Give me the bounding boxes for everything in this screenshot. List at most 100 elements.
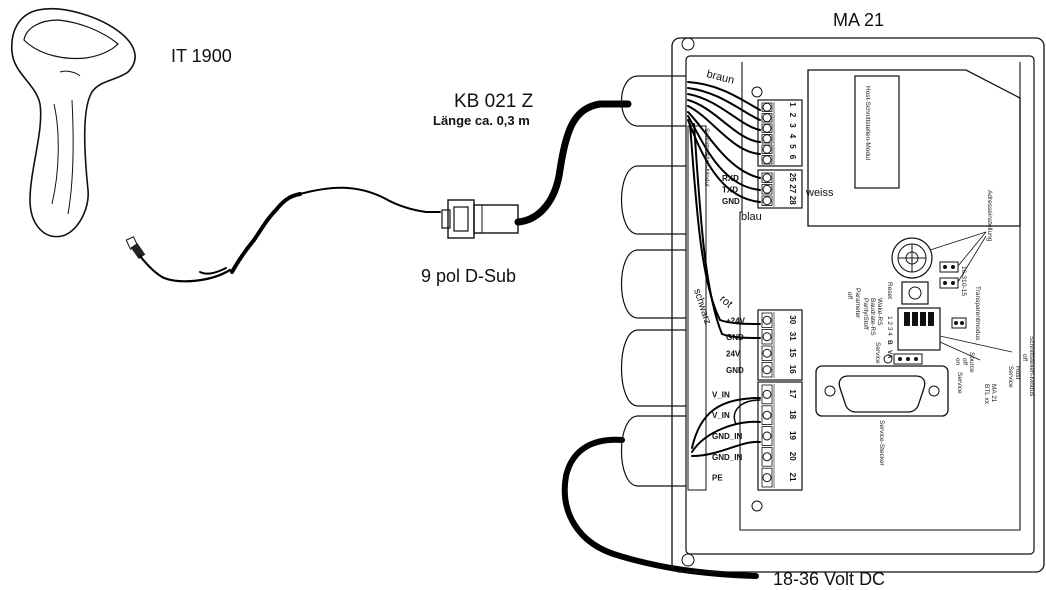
terminal-number: 1	[788, 102, 797, 107]
service-jumper	[883, 353, 923, 365]
terminal-contact	[762, 452, 772, 462]
service-box-label: Service	[956, 372, 963, 394]
source-label: Source	[968, 352, 975, 373]
b-label: B	[886, 340, 893, 345]
terminal-number: 21	[788, 473, 797, 482]
terminal-contact	[762, 348, 772, 358]
host-interface-module: Host-Schnittstellen-Modul	[807, 69, 1021, 227]
va-label: VA	[886, 350, 893, 359]
dip-switch	[897, 307, 1013, 361]
dsub-connector	[441, 199, 519, 239]
terminal-label: V_IN	[712, 390, 730, 399]
schnitt-off-label: off	[1021, 354, 1028, 361]
service-label: Service	[874, 342, 881, 364]
terminal-number: 20	[788, 452, 797, 461]
terminal-contact	[762, 184, 772, 194]
terminal-contact	[762, 315, 772, 325]
cable-length-label: Länge ca. 0,3 m	[433, 113, 530, 128]
terminal-number: 3	[788, 123, 797, 128]
ma21-housing	[620, 37, 1045, 573]
terminal-label: V_IN	[712, 411, 730, 420]
power-label: 18-36 Volt DC	[773, 569, 885, 589]
terminal-number: 30	[788, 315, 797, 324]
range-b-label: 0-15	[960, 283, 967, 296]
terminal-contact	[762, 410, 772, 420]
ma-small-label: MA 21	[990, 384, 997, 403]
terminal-label: GND_IN	[712, 453, 742, 462]
source-off-label: off	[961, 358, 968, 365]
terminal-number: 15	[788, 348, 797, 357]
terminal-number: 17	[788, 389, 797, 398]
terminal-number: 28	[788, 196, 797, 205]
terminal-number: 5	[788, 144, 797, 149]
scanner-device	[11, 8, 139, 250]
param-off: off	[846, 292, 853, 299]
terminal-contact	[762, 144, 772, 154]
adress-label: Adresseinstellung	[986, 190, 993, 242]
terminal-label: +24V	[726, 316, 746, 325]
host-module-label: Host-Schnittstellen-Modul	[864, 86, 871, 161]
param-3: Wake-RS	[876, 298, 883, 326]
btl-label: BTL xx	[983, 384, 990, 405]
terminal-number: 16	[788, 365, 797, 374]
reset-label: Reset	[886, 282, 893, 299]
wire-braun-label: braun	[705, 68, 735, 86]
scanner-cable	[130, 186, 441, 283]
wire-weiss-label: weiss	[805, 187, 834, 199]
terminal-contact	[762, 123, 772, 133]
terminal-contact	[762, 431, 772, 441]
terminal-number: 4	[788, 134, 797, 139]
interface-module-label: Schnittstellen-Modul	[703, 128, 710, 187]
schnitt-host-label: Host	[1014, 366, 1021, 380]
schnitt-service-label: Service	[1007, 366, 1014, 388]
terminal-contact	[762, 155, 772, 165]
dsub-label: 9 pol D-Sub	[421, 266, 516, 286]
terminal-number: 19	[788, 431, 797, 440]
terminal-contact	[762, 332, 772, 342]
schnitt-label: Schnittstellen-Modus	[1028, 336, 1035, 397]
source-on-label: on	[954, 358, 961, 366]
service-connector	[815, 365, 949, 417]
cable-name-label: KB 021 Z	[454, 91, 534, 112]
range-a-label: 16-31	[960, 266, 967, 283]
terminal-number: 18	[788, 410, 797, 419]
power-cable	[561, 436, 759, 579]
wire-blau-label: blau	[741, 211, 762, 223]
terminal-contact	[762, 473, 772, 483]
param-1: Parity/Stoff	[862, 298, 869, 330]
terminal-label: GND	[726, 366, 744, 375]
terminal-label: GND	[722, 197, 740, 206]
dip-numbers-label: 1 2 3 4	[886, 316, 893, 336]
scanner-label: IT 1900	[171, 46, 232, 66]
reset-button	[901, 281, 929, 305]
param-title: Parameter	[854, 288, 861, 319]
transparent-jumper	[951, 317, 967, 329]
kb021z-cable	[514, 100, 632, 226]
terminal-contact	[762, 134, 772, 144]
param-2: Baudrate-RS	[869, 298, 876, 336]
service-stecker-label: Service-Stecker	[878, 420, 885, 467]
terminal-label: PE	[712, 474, 723, 483]
terminal-contact	[762, 113, 772, 123]
terminal-contact	[762, 173, 772, 183]
terminal-number: 25	[788, 173, 797, 182]
terminal-number: 31	[788, 332, 797, 341]
terminal-block-top: 1 2 3 4 5 6	[757, 99, 803, 167]
rotary-address-switch	[891, 231, 987, 289]
box-title: MA 21	[833, 10, 884, 30]
terminal-number: 27	[788, 184, 797, 193]
wire-rot-label: rot	[717, 293, 735, 310]
terminal-number: 6	[788, 155, 797, 160]
terminal-contact	[762, 102, 772, 112]
terminal-label: GND_IN	[712, 432, 742, 441]
internal-wires	[687, 81, 761, 457]
terminal-contact	[762, 365, 772, 375]
transparent-label: Transparentmodus	[974, 286, 981, 341]
terminal-number: 2	[788, 113, 797, 118]
terminal-contact	[762, 389, 772, 399]
terminal-label: 24V	[726, 349, 741, 358]
